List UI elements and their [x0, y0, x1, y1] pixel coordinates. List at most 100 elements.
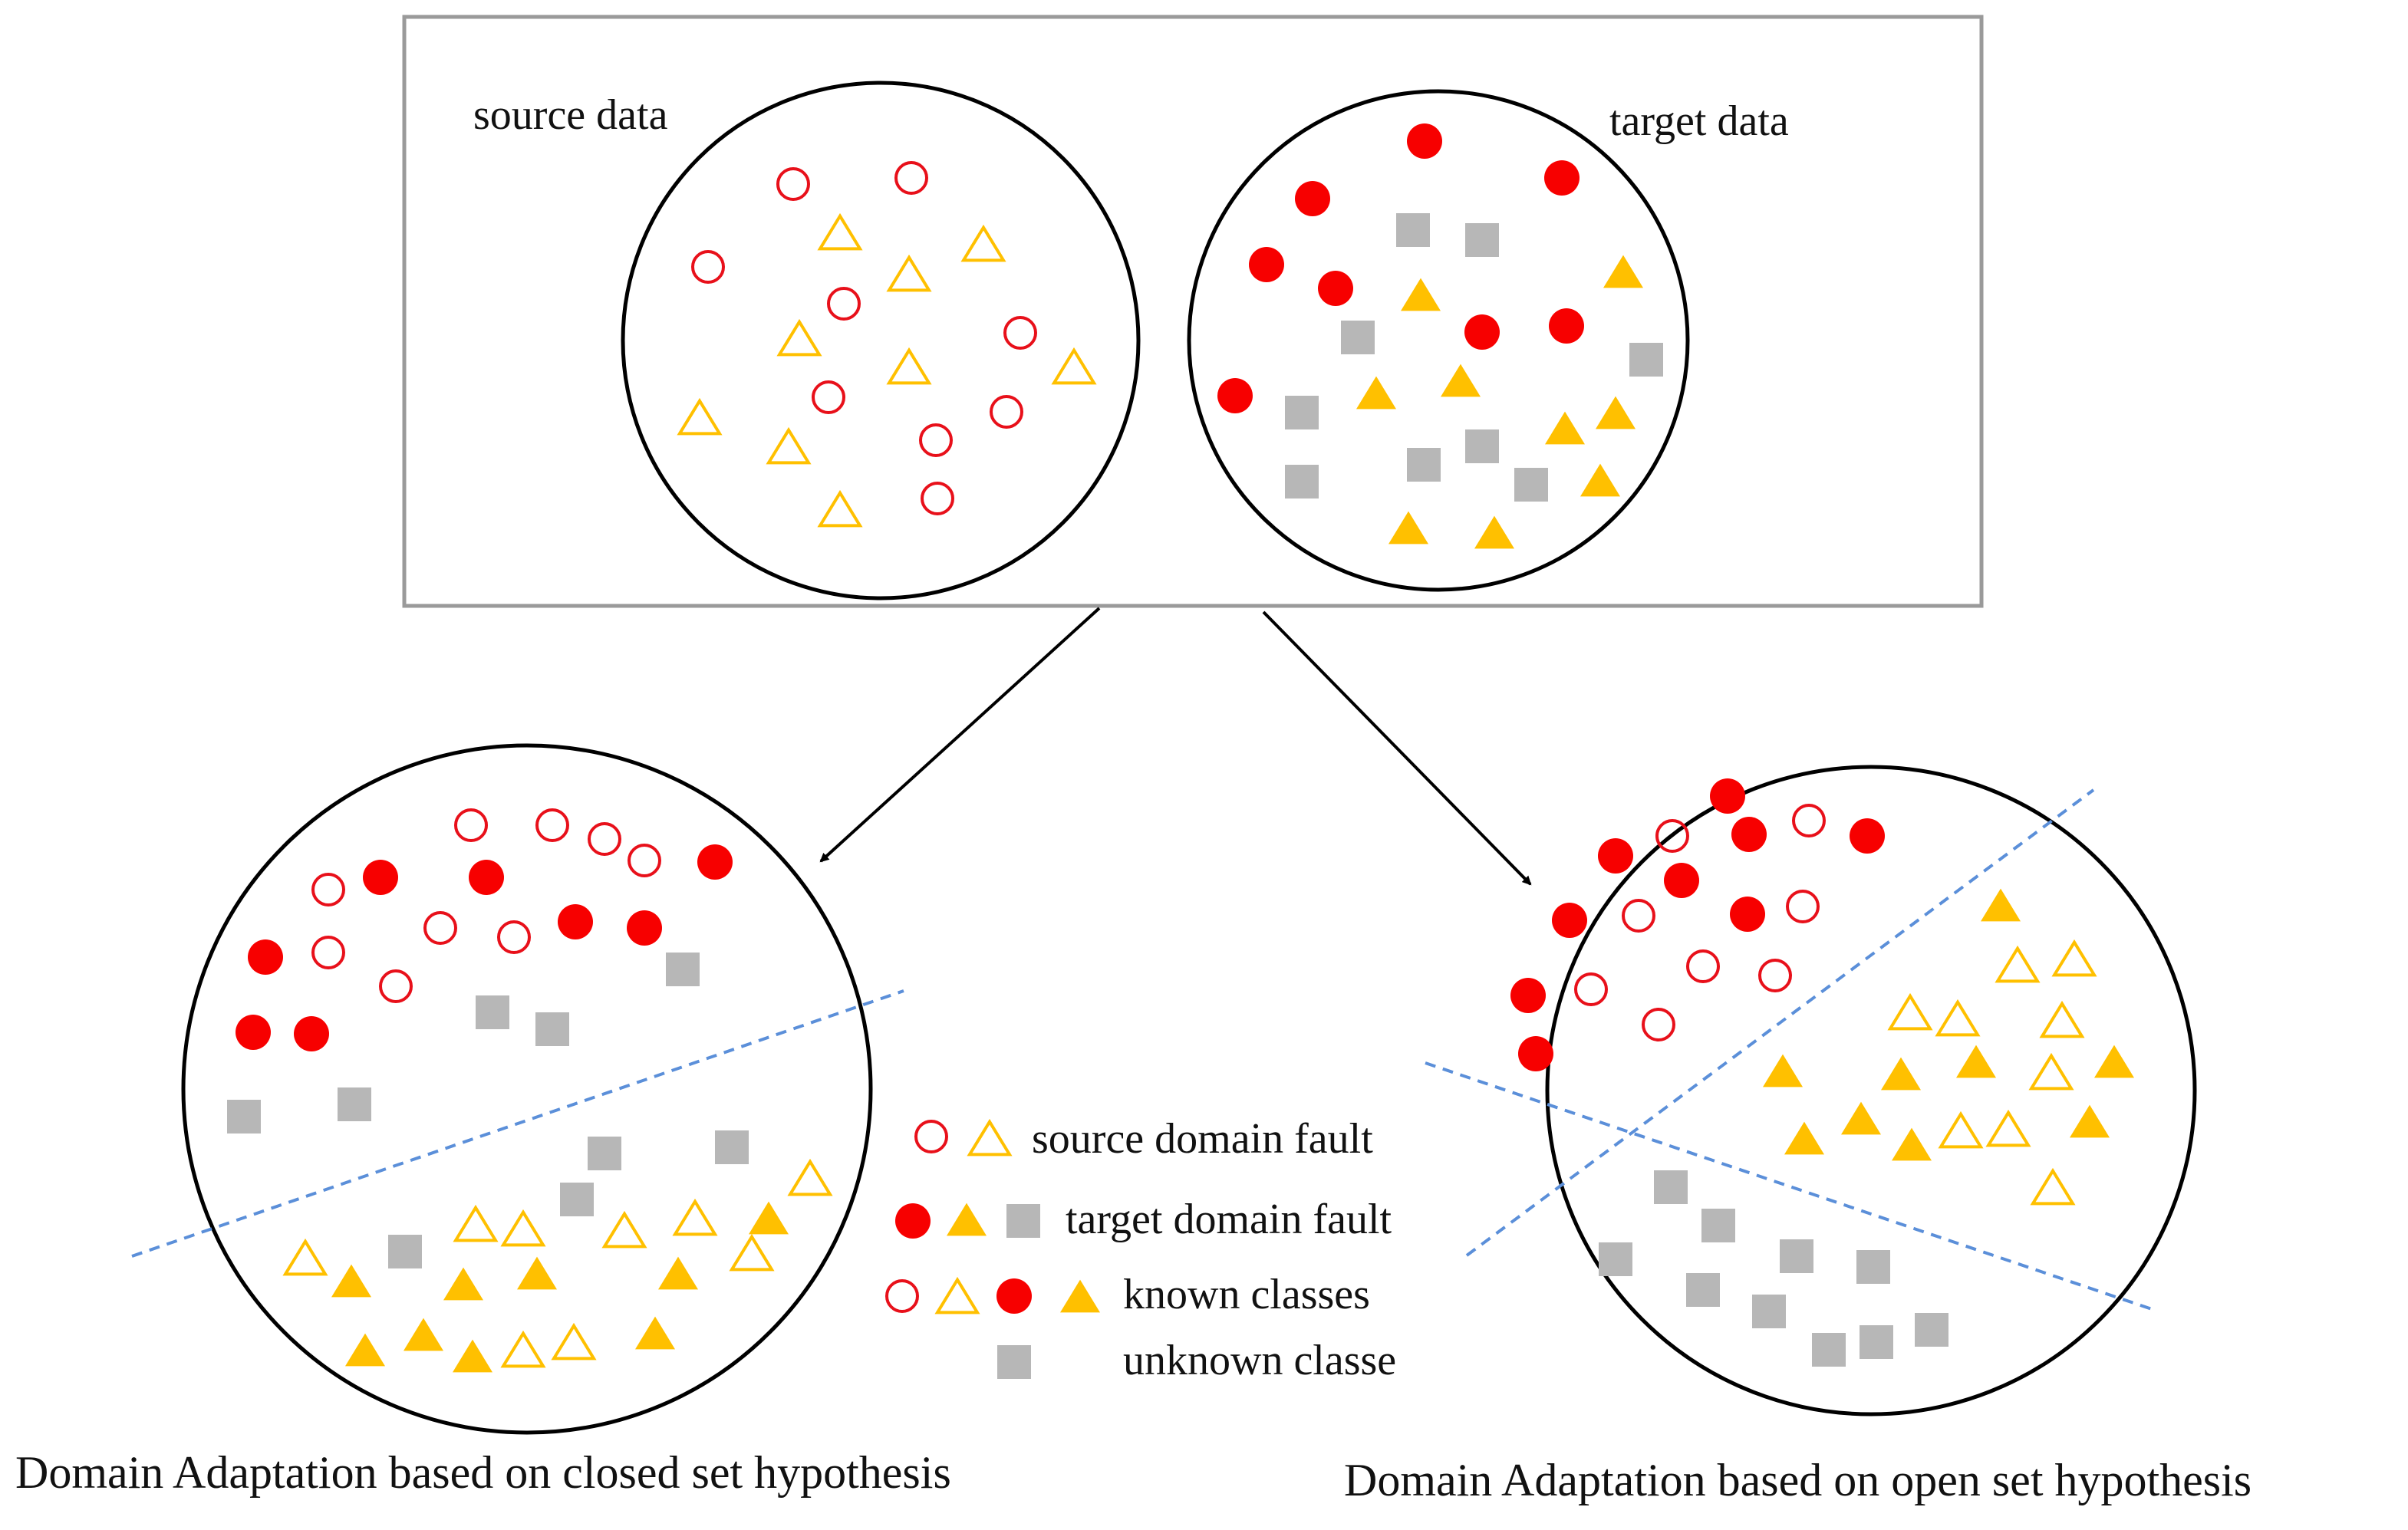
unknown-class-square-icon — [1465, 223, 1499, 257]
target-fault-circle-icon — [236, 1015, 271, 1050]
target-fault-triangle-icon — [517, 1256, 557, 1290]
sample-markers — [227, 123, 2134, 1373]
target-fault-triangle-icon — [1603, 255, 1643, 288]
target-fault-circle-icon — [1549, 308, 1584, 344]
target-data-cluster — [1187, 89, 1690, 592]
unknown-class-square-icon — [560, 1183, 594, 1216]
source-fault-circle-icon — [894, 161, 928, 195]
target-fault-triangle-icon — [1981, 888, 2021, 922]
target-fault-triangle-icon — [2070, 1104, 2110, 1138]
source-fault-circle-icon — [311, 936, 345, 969]
target-fault-triangle-icon — [1956, 1045, 1996, 1078]
source-fault-circle-icon — [827, 287, 861, 321]
target-fault-circle-icon — [248, 939, 283, 975]
source-fault-triangle-icon — [453, 1204, 499, 1242]
target-fault-triangle-icon — [404, 1318, 443, 1351]
target-fault-triangle-icon — [658, 1256, 698, 1290]
target-fault-triangle-icon — [1892, 1127, 1932, 1161]
unknown-class-square-icon — [588, 1137, 621, 1170]
source-fault-circle-icon — [535, 808, 569, 842]
source-fault-triangle-icon — [1051, 347, 1097, 385]
source-fault-circle-icon — [1792, 804, 1826, 837]
target-data-label: target data — [1609, 97, 1789, 145]
source-fault-circle-icon — [919, 423, 953, 457]
unknown-class-square-icon — [1686, 1273, 1720, 1307]
legend-unknown-class-square-icon — [997, 1345, 1031, 1379]
source-data-cluster — [621, 81, 1141, 600]
legend-unknown-classes: unknown classe — [1123, 1337, 1396, 1384]
legend-unknown-square-icon — [1006, 1204, 1040, 1238]
target-fault-circle-icon — [1407, 123, 1442, 159]
source-fault-triangle-icon — [1935, 999, 1981, 1037]
target-fault-circle-icon — [697, 844, 733, 880]
closed-set-cluster — [181, 743, 873, 1435]
legend-source-circle-icon — [914, 1120, 948, 1153]
target-fault-circle-icon — [1710, 778, 1745, 814]
target-fault-circle-icon — [1318, 271, 1353, 306]
open-samples — [1510, 778, 2134, 1367]
unknown-class-square-icon — [476, 995, 509, 1029]
unknown-class-square-icon — [535, 1012, 569, 1046]
legend-target-circle-icon — [895, 1203, 931, 1239]
source-fault-circle-icon — [990, 395, 1023, 429]
closed-set-caption: Domain Adaptation based on closed set hy… — [15, 1447, 951, 1498]
legend-known-source-circle-icon — [885, 1279, 919, 1313]
open-set-boundary-a — [1465, 788, 2095, 1257]
target-fault-triangle-icon — [1441, 364, 1481, 397]
target-fault-circle-icon — [558, 904, 593, 939]
unknown-class-square-icon — [666, 953, 700, 986]
unknown-class-square-icon — [1285, 396, 1319, 429]
source-fault-circle-icon — [1574, 972, 1608, 1006]
target-fault-circle-icon — [363, 860, 398, 895]
target-fault-triangle-icon — [1881, 1057, 1921, 1091]
unknown-class-square-icon — [1407, 448, 1441, 482]
source-fault-triangle-icon — [776, 318, 822, 357]
target-fault-circle-icon — [1518, 1036, 1553, 1071]
source-samples — [677, 161, 1097, 528]
target-samples — [1217, 123, 1663, 549]
target-fault-triangle-icon — [635, 1316, 675, 1350]
target-fault-triangle-icon — [1596, 396, 1636, 429]
target-fault-circle-icon — [1544, 160, 1580, 196]
target-fault-circle-icon — [1552, 903, 1587, 938]
target-fault-circle-icon — [1510, 978, 1546, 1013]
legend-icons — [885, 1118, 1100, 1379]
source-fault-circle-icon — [1786, 890, 1820, 923]
legend-known-classes: known classes — [1123, 1271, 1370, 1318]
input-data-frame — [402, 15, 1984, 608]
target-fault-triangle-icon — [749, 1201, 789, 1235]
source-fault-circle-icon — [1642, 1008, 1675, 1041]
unknown-class-square-icon — [1599, 1242, 1632, 1276]
source-fault-circle-icon — [691, 250, 725, 284]
target-fault-circle-icon — [1464, 314, 1500, 350]
source-fault-triangle-icon — [766, 426, 812, 465]
target-fault-triangle-icon — [1545, 411, 1585, 445]
unknown-class-square-icon — [715, 1130, 749, 1164]
source-fault-circle-icon — [423, 911, 457, 945]
target-fault-triangle-icon — [331, 1264, 371, 1298]
target-fault-circle-icon — [294, 1016, 329, 1051]
source-fault-circle-icon — [1622, 899, 1655, 933]
unknown-class-square-icon — [1341, 321, 1375, 354]
source-fault-triangle-icon — [886, 347, 932, 385]
target-fault-triangle-icon — [1474, 515, 1514, 549]
target-fault-triangle-icon — [1401, 278, 1441, 311]
unknown-class-square-icon — [1654, 1170, 1688, 1204]
source-fault-triangle-icon — [551, 1322, 597, 1361]
source-fault-triangle-icon — [2030, 1167, 2076, 1206]
legend-source-domain-fault: source domain fault — [1032, 1115, 1373, 1163]
unknown-class-square-icon — [1465, 429, 1499, 463]
unknown-class-square-icon — [1396, 213, 1430, 247]
target-fault-circle-icon — [1664, 863, 1699, 898]
target-fault-triangle-icon — [1841, 1101, 1881, 1135]
legend-known-source-triangle-icon — [934, 1276, 980, 1314]
source-fault-triangle-icon — [1938, 1110, 1984, 1149]
unknown-class-square-icon — [1514, 468, 1548, 502]
source-fault-triangle-icon — [817, 489, 863, 528]
source-fault-circle-icon — [588, 822, 621, 856]
legend-known-target-triangle-icon — [1060, 1279, 1100, 1313]
unknown-class-square-icon — [1812, 1333, 1846, 1367]
source-fault-circle-icon — [921, 482, 954, 515]
